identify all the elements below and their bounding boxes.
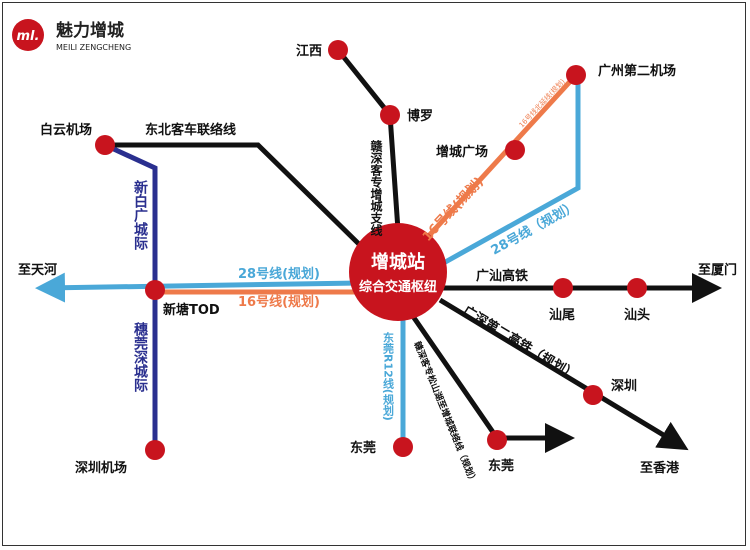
svg-text:综合交通枢纽: 综合交通枢纽 (359, 279, 437, 295)
station-sz-airport[interactable] (145, 440, 165, 460)
hub-station[interactable]: 增城站 综合交通枢纽 (349, 223, 447, 321)
label-zc-square: 增城广场 (436, 144, 488, 160)
label-shantou: 汕头 (624, 307, 650, 323)
label-airport2: 广州第二机场 (598, 63, 676, 79)
station-dongguan-1[interactable] (393, 437, 413, 457)
line-gs2 (438, 297, 689, 451)
svg-text:增城站: 增城站 (371, 251, 425, 273)
station-zc-square[interactable] (505, 140, 525, 160)
label-16-ext: 16号线北延线(规划) (517, 77, 567, 130)
label-ganshen-zc: 赣深客专增城支线 (369, 139, 383, 237)
label-baiyun: 白云机场 (40, 122, 92, 138)
label-guangshan: 广汕高铁 (476, 268, 528, 284)
line-28-ne (438, 75, 581, 268)
logo: ml. 魅力增城 MEILI ZENGCHENG (12, 19, 131, 52)
station-xintang[interactable] (145, 280, 165, 300)
station-shenzhen[interactable] (583, 385, 603, 405)
station-shanwei[interactable] (553, 278, 573, 298)
line-16-ne (423, 73, 578, 242)
label-16-ne: 16号线(规划) (419, 174, 487, 245)
label-dg-r12: 东莞R12线(规划) (382, 331, 396, 421)
dest-hongkong: 至香港 (640, 460, 680, 476)
label-jiangxi: 江西 (296, 43, 322, 59)
line-xinbaiguang (103, 142, 158, 450)
station-baiyun[interactable] (95, 135, 115, 155)
station-jiangxi[interactable] (328, 40, 348, 60)
label-suiguanshen: 穗莞深城际 (132, 321, 148, 393)
station-dongguan-2[interactable] (487, 430, 507, 450)
line-28-left (35, 272, 361, 303)
label-ne-link: 东北客车联络线 (145, 122, 236, 138)
line-ganshen-zc (336, 48, 401, 231)
dest-tianhe: 至天河 (18, 262, 57, 278)
station-boluo[interactable] (380, 105, 400, 125)
label-shanwei: 汕尾 (549, 307, 575, 323)
label-dongguan-2: 东莞 (488, 458, 514, 474)
label-16-left: 16号线(规划) (238, 294, 320, 310)
label-dongguan-1: 东莞 (350, 440, 376, 456)
label-xinbaiguang: 新白广城际 (132, 179, 148, 251)
label-sz-airport: 深圳机场 (75, 460, 127, 476)
svg-text:MEILI ZENGCHENG: MEILI ZENGCHENG (56, 43, 131, 52)
label-boluo: 博罗 (407, 108, 433, 124)
station-airport2[interactable] (566, 65, 586, 85)
svg-text:魅力增城: 魅力增城 (56, 20, 124, 41)
label-28-left: 28号线(规划) (238, 266, 320, 282)
label-xintang: 新塘TOD (163, 302, 220, 318)
label-shenzhen: 深圳 (611, 378, 637, 394)
svg-text:ml.: ml. (17, 29, 40, 44)
line-ne-link (105, 142, 367, 252)
dest-xiamen: 至厦门 (698, 262, 737, 278)
station-shantou[interactable] (627, 278, 647, 298)
